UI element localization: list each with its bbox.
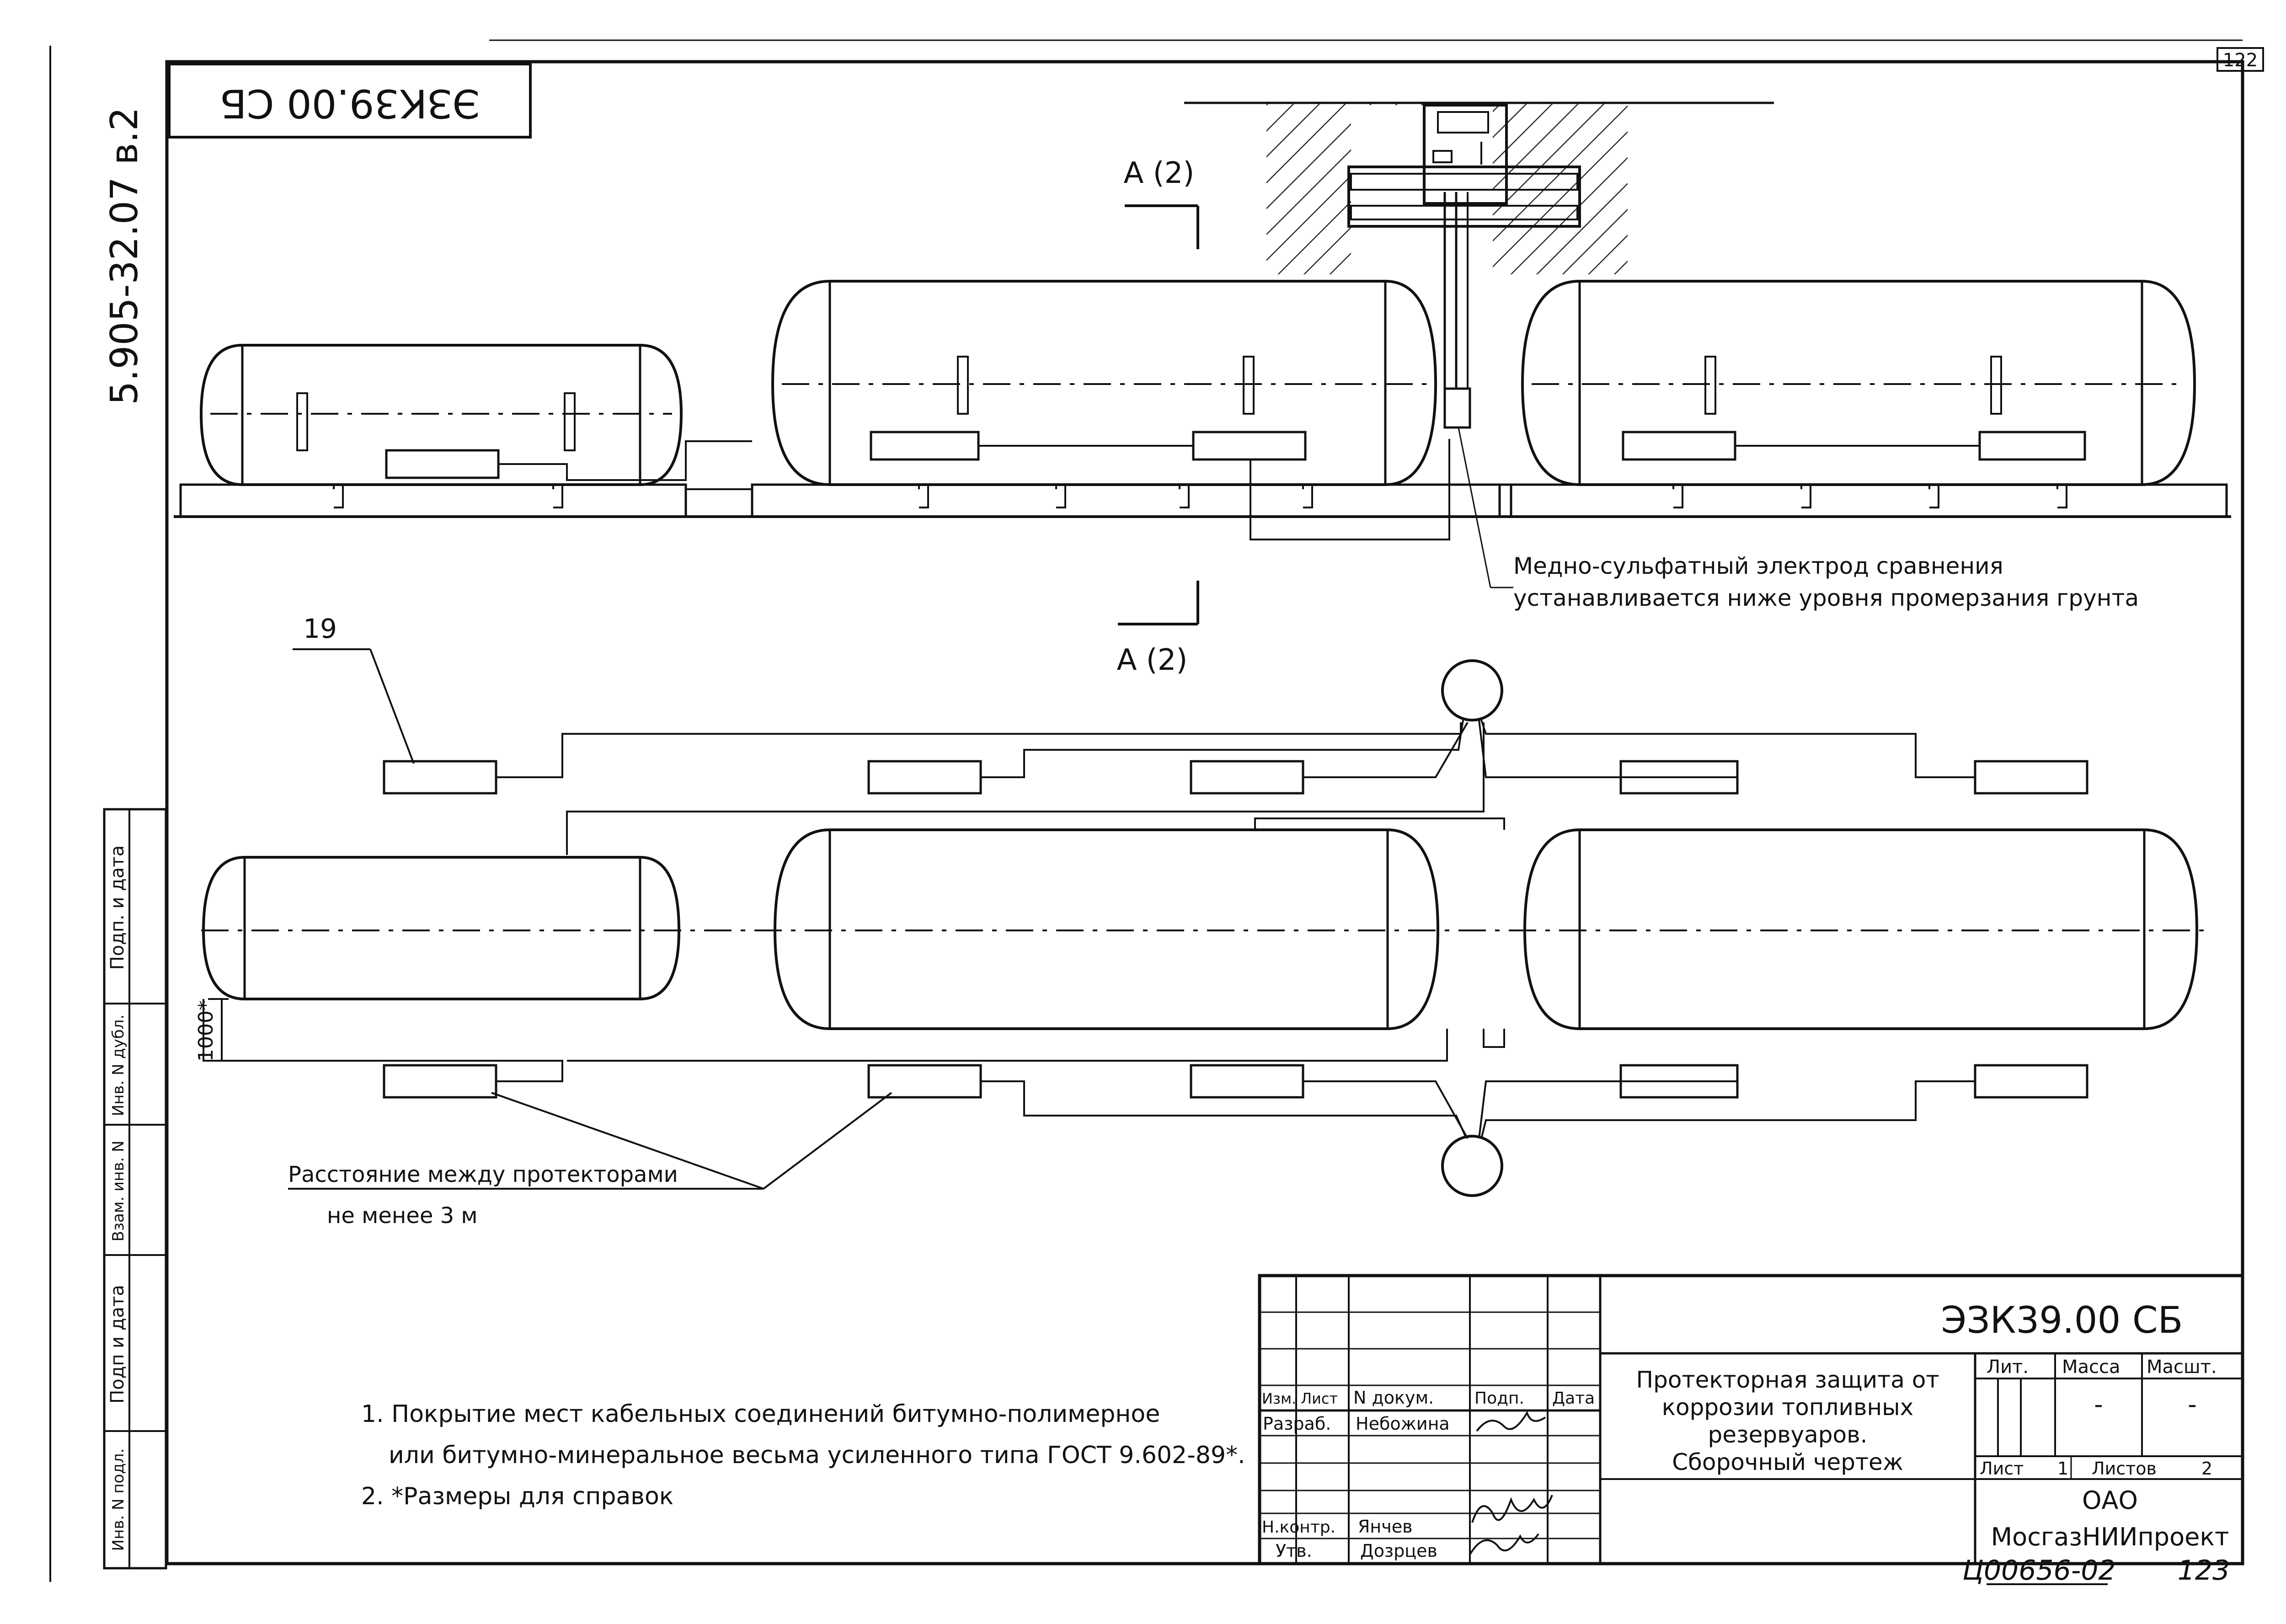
section-mark-top: А (2) [1124,156,1199,249]
title-doc-code: ЭЗК39.00 СБ [1941,1299,2183,1341]
strip-cell-inv-podl: Инв. N подл. [109,1448,128,1551]
page-number-top-text: 122 [2223,50,2258,71]
row-razrab-label: Разраб. [1263,1414,1331,1434]
col-izm: Изм. [1262,1390,1296,1407]
tank-1-plan [202,856,681,1000]
title-line1: Протекторная защита от [1636,1367,1939,1393]
protector-top-3 [1190,760,1304,795]
control-column-top [1441,659,1503,721]
row-utv-name: Дозрцев [1360,1541,1437,1561]
org-line2: МосгазНИИпроект [1991,1522,2229,1551]
foundation-1 [179,483,687,518]
page-number-top: 122 [2217,47,2264,72]
strip-cell-vzam-inv: Взам. инв. N [109,1141,128,1242]
signature-razrab [1476,1410,1546,1432]
row-nkontr-label: Н.контр. [1262,1518,1335,1537]
protector-top-1 [383,760,497,795]
doc-code-box-rotated: ЭЗК39.00 СБ [168,63,532,139]
massa-value: - [2094,1390,2103,1419]
list-label: Лист [1980,1458,2024,1479]
section-label-bottom: А (2) [1117,643,1188,677]
protector-bottom-2 [867,1064,982,1099]
page-number-bottom: 123 [2178,1555,2230,1587]
title-line4: Сборочный чертеж [1672,1449,1903,1475]
lit-label: Лит. [1987,1357,2029,1378]
protectors-top-row [383,760,2088,795]
plan-view: 1000* 19 Расстояние между протекторами н… [194,613,2204,1229]
signature-utv [1469,1533,1539,1555]
col-ndokum: N докум. [1353,1388,1434,1408]
doc-code-rotated-text: ЭЗК39.00 СБ [220,80,480,126]
tank-3-plan [1523,828,2199,1030]
row-utv-label: Утв. [1276,1541,1312,1561]
strip-cell-podp-data: Подп. и дата [107,845,128,970]
protector-note-line1: Расстояние между протекторами [288,1162,678,1187]
tank-2-elevation [771,280,1437,486]
massa-label: Масса [2062,1357,2120,1378]
cables-bottom [203,999,1975,1139]
protector-distance-leader: Расстояние между протекторами не менее 3… [288,1092,892,1229]
protector-top-2 [867,760,982,795]
signature-nkontr [1471,1495,1553,1523]
position-19: 19 [293,613,415,764]
row-razrab-name: Небожина [1356,1414,1450,1434]
row-nkontr-name: Янчев [1358,1517,1412,1537]
position-19-text: 19 [303,613,337,644]
tank-2-plan [773,828,1440,1030]
protector-bottom-5 [1974,1064,2088,1099]
dimension-1000: 1000* [194,998,229,1062]
control-column-bottom [1441,1135,1503,1197]
section-mark-bottom: А (2) [1117,581,1199,677]
protectors-bottom-row [383,1064,2088,1099]
protector-note-line2: не менее 3 м [327,1203,478,1229]
strip-cell-inv-dubl: Инв. N дубл. [109,1015,128,1116]
tank-3-elevation [1521,280,2196,486]
elevation-view: А (2) А (2) Медно-сульфатный электрод ср… [174,102,2231,677]
listov-label: Листов [2092,1458,2157,1479]
masshtab-value: - [2188,1390,2197,1419]
title-block: ЭЗК39.00 СБ Протекторная защита от корро… [1258,1274,2244,1565]
title-line2: коррозии топливных [1662,1394,1913,1421]
note1-line1: 1. Покрытие мест кабельных соединений би… [361,1400,1160,1428]
electrode-note-line1: Медно-сульфатный электрод сравнения [1513,553,2003,579]
section-label-top: А (2) [1124,156,1195,190]
note2: 2. *Размеры для справок [361,1483,673,1510]
protector-top-5 [1974,760,2088,795]
col-data: Дата [1552,1389,1595,1408]
strip-cell-podp-data-2: Подп и дата [107,1285,128,1404]
left-strip: Подп. и дата Инв. N дубл. Взам. инв. N П… [103,808,167,1570]
electrode-note-line2: устанавливается ниже уровня промерзания … [1513,585,2139,611]
listov-value: 2 [2201,1458,2212,1479]
foundation-2 [751,483,1512,518]
archive-number: Ц00656-02 [1962,1555,2115,1587]
cables-top [496,720,1975,855]
org-line1: ОАО [2082,1486,2138,1515]
foundation-3 [1498,483,2228,518]
control-point-well [1184,102,1774,588]
col-podp: Подп. [1474,1389,1524,1408]
dimension-1000-text: 1000* [194,1000,218,1062]
protector-bottom-1 [383,1064,497,1099]
protector-bottom-3 [1190,1064,1304,1099]
tank-1-elevation [199,344,683,486]
side-code: 5.905-32.07 в.2 [103,107,146,405]
col-list: Лист [1301,1390,1338,1407]
title-line3: резервуаров. [1708,1421,1868,1448]
list-value: 1 [2057,1458,2068,1479]
masshtab-label: Масшт. [2147,1357,2217,1378]
note1-line2: или битумно-минеральное весьма усиленног… [389,1442,1245,1469]
notes: 1. Покрытие мест кабельных соединений би… [361,1400,1245,1510]
